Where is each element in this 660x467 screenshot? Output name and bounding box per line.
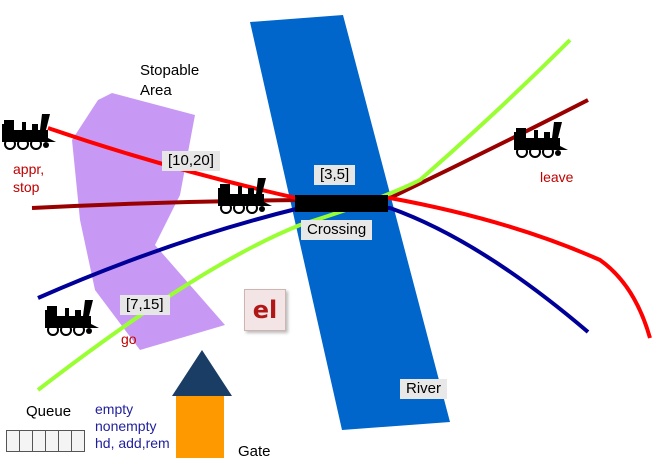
queue-icon [6, 430, 85, 452]
crossing-bar [295, 195, 388, 212]
go-interval-label: [7,15] [120, 295, 170, 315]
crossing-interval-label: [3,5] [314, 165, 356, 185]
track-red [47, 126, 652, 339]
gate-icon [172, 350, 232, 458]
el-badge: el [244, 289, 286, 331]
queue-label: Queue [26, 403, 72, 420]
queue-cell [20, 431, 33, 451]
queue-cell [46, 431, 59, 451]
queue-cell [72, 431, 84, 451]
river-label: River [400, 379, 448, 399]
queue-cell [59, 431, 72, 451]
queue-cell [33, 431, 46, 451]
stopable-area-label: Stopable Area [140, 62, 200, 99]
train-icon [217, 177, 273, 214]
train-icon [44, 299, 100, 336]
train-icon [513, 121, 569, 158]
queue-cell [7, 431, 20, 451]
go-label: go [121, 331, 137, 347]
leave-label: leave [540, 169, 574, 185]
gate-label: Gate [238, 443, 271, 460]
crossing-label: Crossing [301, 220, 373, 240]
approach-stop-label: appr, stop [13, 161, 45, 195]
queue-operations-label: empty nonempty hd, add,rem [95, 401, 170, 451]
stop-interval-label: [10,20] [162, 151, 220, 171]
train-icon [1, 113, 57, 150]
